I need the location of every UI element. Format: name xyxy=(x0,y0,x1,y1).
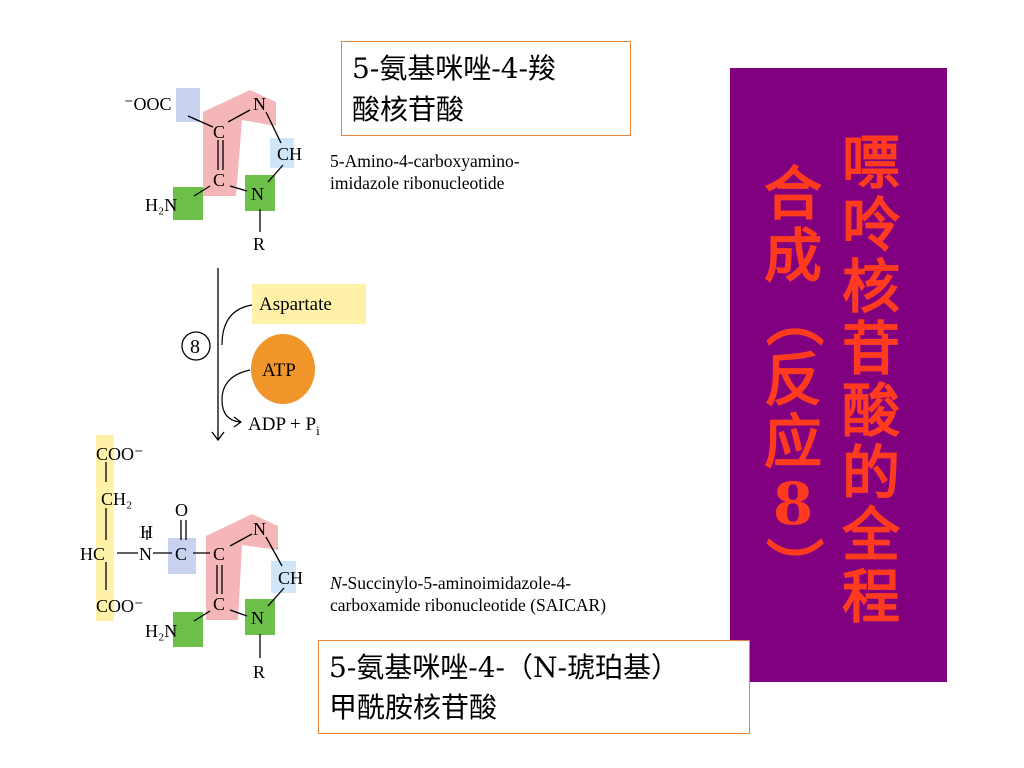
atom-h: H xyxy=(140,522,153,542)
title-right-char: 程 xyxy=(841,563,900,631)
title-right-char: 全 xyxy=(841,501,900,569)
main-arrow-head xyxy=(211,431,225,442)
bottom-en-line1-rest: -Succinylo-5-aminoimidazole-4- xyxy=(341,573,572,593)
atom-c-carbonyl: C xyxy=(175,544,187,564)
highlight-carbonyl xyxy=(168,538,196,574)
highlight-nh2 xyxy=(173,187,203,220)
atom-n3: N xyxy=(253,94,266,114)
atom-r-b: R xyxy=(253,662,265,682)
title-left-char: 成 xyxy=(763,222,822,290)
title-left-char: 8 xyxy=(772,470,814,538)
highlight-nh2-b xyxy=(173,612,203,647)
products-arrow-head xyxy=(233,416,243,428)
bottom-en-line2: carboxamide ribonucleotide (SAICAR) xyxy=(330,595,607,615)
title-right-char: 的 xyxy=(841,439,900,507)
aspartate-label: Aspartate xyxy=(259,294,332,315)
title-right-char: 苷 xyxy=(841,315,900,383)
title-left-char: 应 xyxy=(763,408,822,476)
atom-c4: C xyxy=(213,122,225,142)
top-cn-line1: 5-氨基咪唑-4-羧 xyxy=(352,52,557,85)
atom-coo-top: COO⁻ xyxy=(96,444,144,464)
atom-c5-b: C xyxy=(213,594,225,614)
bottom-cn-line1: 5-氨基咪唑-4-（N-琥珀基） xyxy=(329,651,679,684)
atom-n3-b: N xyxy=(253,519,266,539)
step-number: 8 xyxy=(190,336,200,358)
aspartate-highlight xyxy=(252,284,366,324)
top-en-line2: imidazole ribonucleotide xyxy=(330,173,505,193)
atom-n-amide: N xyxy=(139,544,152,564)
atom-o: O xyxy=(175,500,188,520)
atom-r: R xyxy=(253,234,265,254)
atp-label: ATP xyxy=(262,360,296,381)
atom-ch2: CH xyxy=(277,144,302,164)
bottom-cn-line2: 甲酰胺核苷酸 xyxy=(329,691,498,724)
highlight-ring-pink xyxy=(203,90,276,196)
atom-hc: HC xyxy=(80,544,105,564)
title-right-char: 核 xyxy=(841,253,900,321)
highlight-ch xyxy=(270,138,294,168)
highlight-ring-pink-b xyxy=(206,514,278,620)
atom-ch-b: CH xyxy=(278,568,303,588)
step-circle xyxy=(181,331,211,361)
title-right-char: 酸 xyxy=(841,377,900,445)
atom-nh2: H₂N xyxy=(145,195,177,215)
highlight-n1-b xyxy=(245,599,275,635)
highlight-n1 xyxy=(245,175,275,211)
title-left-char: 反 xyxy=(763,346,822,414)
highlight-succinyl xyxy=(96,435,114,621)
title-left-char: 合 xyxy=(763,160,822,228)
bottom-en-line1: N-Succinylo-5-aminoimidazole-4- xyxy=(330,572,606,594)
atom-n1-b: N xyxy=(251,608,264,628)
n-italic: N xyxy=(330,573,342,593)
bottom-compound-en-label: N-Succinylo-5-aminoimidazole-4- carboxam… xyxy=(330,572,606,616)
bottom-compound-cn-label: 5-氨基咪唑-4-（N-琥珀基） 甲酰胺核苷酸 xyxy=(318,640,750,734)
atom-nh2-b: H₂N xyxy=(145,621,177,641)
atom-c4-b: C xyxy=(213,544,225,564)
atom-n1: N xyxy=(251,184,264,204)
top-compound-cn-label: 5-氨基咪唑-4-羧 酸核苷酸 xyxy=(341,41,631,136)
products-label: ADP + Pi xyxy=(248,414,320,438)
title-left-char: ） xyxy=(759,536,827,595)
highlight-coo xyxy=(176,88,200,122)
atom-coo: ⁻OOC xyxy=(124,94,172,114)
reaction-step: 8 Aspartate ATP ADP + Pi xyxy=(181,268,366,442)
top-compound-en-label: 5-Amino-4-carboxyamino- imidazole ribonu… xyxy=(330,150,520,194)
atom-coo-bottom: COO⁻ xyxy=(96,596,144,616)
atom-c5: C xyxy=(213,170,225,190)
top-molecule: ⁻OOC C N CH C N H₂N R xyxy=(124,88,302,254)
top-cn-line2: 酸核苷酸 xyxy=(352,93,465,126)
top-en-line1: 5-Amino-4-carboxyamino- xyxy=(330,151,520,171)
title-right-char: 呤 xyxy=(841,191,900,259)
title-left-char: （ xyxy=(759,288,827,347)
atp-curve xyxy=(221,369,251,423)
bottom-molecule: COO⁻ CH₂ O H HC N C C N CH COO⁻ C N H₂N … xyxy=(80,435,303,682)
atp-circle xyxy=(251,334,315,404)
reaction-diagram: ⁻OOC C N CH C N H₂N R 8 Aspartate ATP AD… xyxy=(80,88,366,682)
title-right-char: 嘌 xyxy=(841,129,900,197)
aspartate-curve xyxy=(221,304,253,346)
title-column-right: 嘌呤核苷酸的全程 xyxy=(840,132,902,628)
atom-ch2: CH₂ xyxy=(101,489,132,509)
